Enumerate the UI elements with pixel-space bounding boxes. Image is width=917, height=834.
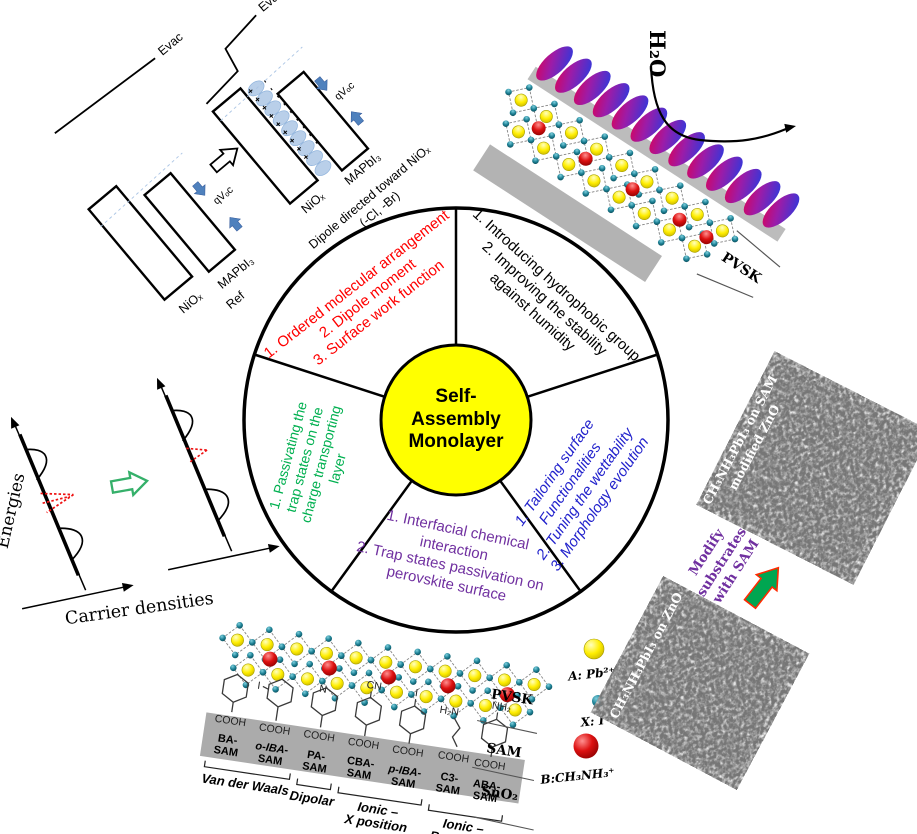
interaction-groups	[203, 760, 504, 822]
ref-caption: Ref	[223, 288, 247, 312]
passivation-arrow	[108, 468, 151, 500]
molecule-cba: CN COOH	[347, 679, 384, 753]
cooh-label: COOH	[303, 728, 336, 745]
molecule-pa: N COOH	[303, 683, 339, 745]
b-cation	[531, 121, 546, 136]
substituent-label: NH₂	[491, 700, 512, 715]
wheel-hub-circle	[379, 343, 533, 497]
energy-diagram-after	[152, 376, 281, 571]
legend: A: Pb²⁺ X: I⁻ B:CH₃NH₃⁺	[539, 638, 616, 787]
niox-label-ref: NiOₓ	[176, 289, 205, 317]
sam-name: PA-	[306, 749, 326, 764]
molecule-piba: I COOH	[391, 687, 428, 760]
evac-label-right: Evac	[256, 0, 286, 15]
substituent-label: H₂N	[439, 704, 460, 719]
cooh-label: COOH	[258, 721, 291, 738]
layer-boundary-line	[736, 230, 781, 268]
sem-image-before	[600, 585, 800, 781]
substituent-label: N	[318, 683, 327, 696]
substrate-bar	[473, 144, 662, 283]
sam-name: C3-	[440, 771, 460, 786]
sam-molecules: COOH I COOH N COOH CN COOH	[214, 672, 512, 773]
sno2-layer-label: SnO₂	[480, 783, 519, 804]
sam-name: SAM	[390, 775, 416, 790]
sam-name: o-IBA-	[255, 740, 290, 757]
perovskite-lattice-bottom	[216, 618, 556, 732]
sam-name: SAM	[301, 760, 327, 775]
sam-wheel	[242, 206, 670, 634]
water-deflect-arrow	[649, 65, 787, 143]
wheel-title-line: Monolayer	[408, 431, 504, 453]
sam-name: p-IBA-	[387, 763, 423, 780]
legend-b-sphere	[573, 733, 599, 759]
sam-substrate-panel: COOH I COOH N COOH CN COOH	[199, 618, 556, 834]
sam-name: SAM	[346, 767, 372, 782]
cooh-label: COOH	[347, 736, 380, 753]
group-label-ionic-x: Ionic –	[357, 799, 400, 820]
wheel-title: Self- Assembly Monolayer	[386, 385, 526, 455]
group-label-vdw: Van der Waals	[201, 770, 290, 798]
sam-name: SAM	[257, 753, 283, 768]
evac-label-left: Evac	[155, 30, 185, 59]
sam-name: BA-	[217, 732, 238, 747]
wheel-title-line: Assembly	[411, 408, 501, 430]
perovskite-lattice	[492, 74, 749, 273]
molecule-ba: COOH	[214, 672, 250, 730]
cooh-label: COOH	[391, 743, 424, 760]
sam-layer-label: SAM	[485, 740, 522, 761]
sam-layer-bar	[527, 66, 786, 242]
sam-name: SAM	[435, 782, 461, 797]
legend-x-sphere	[592, 695, 604, 707]
pvsk-layer-label: PVSK	[718, 250, 764, 288]
energy-diagrams: Energies Carrier densities	[0, 376, 281, 629]
interaction-group-labels: Van der Waals Dipolar Ionic – X position…	[201, 770, 494, 834]
cooh-label: COOH	[437, 749, 470, 766]
molecule-c3: H₂N COOH	[437, 704, 470, 766]
sam-name: SAM	[472, 790, 498, 805]
trap-states-before	[40, 492, 74, 514]
qvoc-label-mod: qVₒc	[332, 79, 357, 102]
substituent-label: I	[414, 687, 419, 699]
evac-step-line	[205, 14, 257, 105]
sem-image-after	[707, 362, 917, 574]
sam-name: ABA-	[472, 778, 501, 794]
qvoc-label-ref: qVₒc	[211, 184, 236, 207]
molecule-oiba: I COOH	[257, 676, 295, 738]
trap-states-after	[186, 447, 208, 463]
legend-a-sphere	[583, 638, 605, 660]
legend-a-label: A: Pb²⁺	[567, 665, 616, 684]
cooh-label: COOH	[214, 713, 247, 730]
sam-name: SAM	[213, 744, 239, 759]
sno2-slab	[199, 712, 525, 804]
transition-arrow	[206, 139, 245, 177]
layer-labels: PVSK SAM SnO₂	[472, 686, 538, 831]
energy-diagram-before	[6, 415, 135, 610]
group-label-dipolar: Dipolar	[289, 788, 336, 810]
substituent-label: I	[257, 680, 262, 692]
wheel-title-line: Self-	[435, 385, 477, 407]
substituent-label: CN	[366, 679, 383, 693]
energies-axis-label: Energies	[0, 471, 29, 550]
group-label-ionic-b: Ionic –	[442, 816, 485, 834]
pvsk-layer-label-bottom: PVSK	[490, 686, 535, 708]
evac-level-line	[54, 57, 156, 134]
h2o-label: H₂O	[645, 30, 670, 77]
sam-name-labels: BA- SAM o-IBA- SAM PA- SAM CBA- SAM p-IB…	[213, 732, 502, 805]
wheel-dividers	[254, 208, 658, 593]
legend-b-label: B:CH₃NH₃⁺	[539, 765, 616, 787]
legend-x-label: X: I⁻	[579, 712, 611, 729]
layer-boundary-line	[696, 273, 754, 298]
sem-images	[600, 362, 917, 781]
sam-name: CBA-	[346, 755, 375, 771]
